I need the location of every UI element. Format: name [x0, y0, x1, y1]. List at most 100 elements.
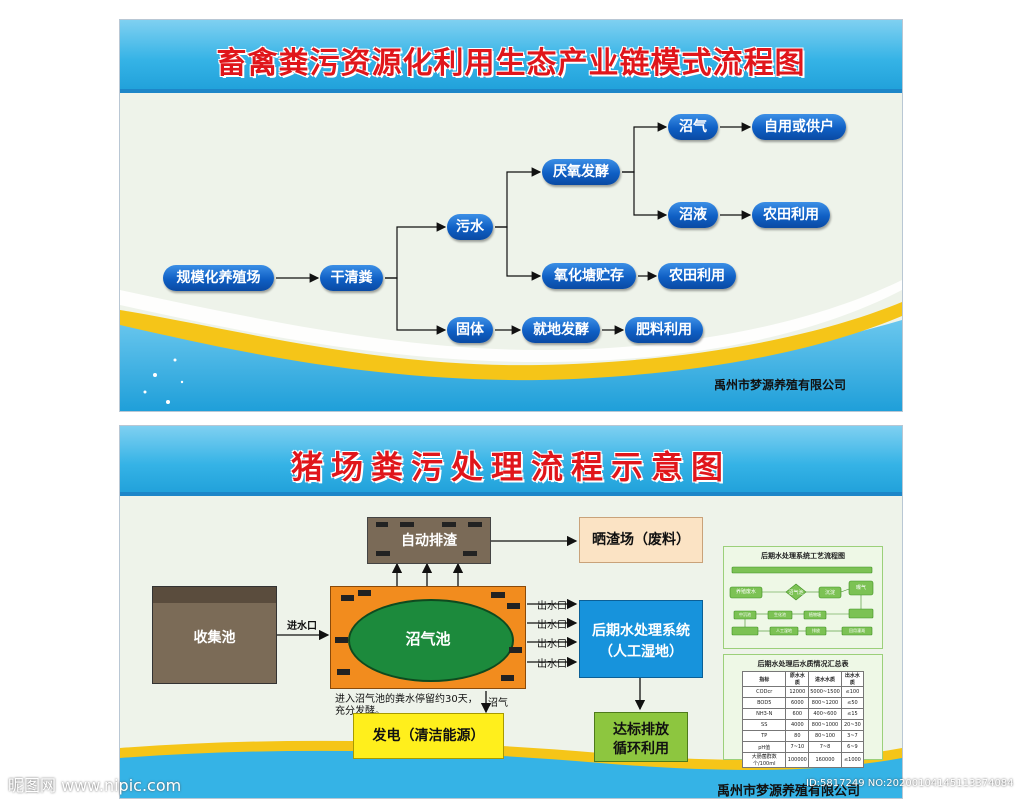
node-sewage: 污水 [447, 214, 493, 240]
table-cell: 800~1000 [808, 719, 842, 731]
digester-label: 沼气池 [405, 630, 451, 648]
node-fertilizer: 肥料利用 [625, 317, 703, 343]
table-cell: 800~1200 [808, 697, 842, 709]
drying-field-box: 晒渣场（废料） [579, 517, 703, 563]
banner-divider [120, 492, 902, 496]
mini-flow-box-bio-pool: 生化池 [774, 612, 786, 617]
flow-arrow-dry_manure-solid [385, 277, 447, 335]
table-cell: 原水水质 [785, 671, 810, 687]
table-cell: 3~7 [840, 730, 865, 742]
table-cell: 80~100 [808, 730, 842, 742]
table-cell: 80 [785, 730, 810, 742]
background-decoration [120, 740, 902, 798]
table-cell: SS [741, 719, 787, 731]
ecological-chain-panel: 畜禽粪污资源化利用生态产业链模式流程图 规模化养殖场 干清粪 污水 厌氧发酵 沼… [120, 20, 902, 411]
table-cell: 进水水质 [808, 671, 842, 687]
post-system-line2: （人工湿地） [599, 644, 683, 660]
table-cell: CODcr [741, 686, 787, 698]
table-cell: BOD5 [741, 697, 787, 709]
table-header-row: 指标原水水质进水水质出水水质 [741, 671, 865, 687]
table-cell: 4000 [785, 719, 810, 731]
discharge-line2: 循环利用 [613, 741, 669, 757]
page-title: 猪场粪污处理流程示意图 [290, 448, 731, 486]
mini-flow-box-digester: 沼气池 [788, 590, 804, 596]
treatment-process-panel: 猪场粪污处理流程示意图 自动排渣 [120, 426, 902, 798]
mini-flow-box-wastewater: 养殖废水 [735, 589, 756, 595]
table-cell: ≤100 [840, 686, 865, 698]
title-banner: 畜禽粪污资源化利用生态产业链模式流程图 [120, 20, 902, 93]
table-cell: 7~8 [808, 741, 842, 753]
mini-flow-box-irrigation: 回用灌溉 [849, 628, 865, 633]
node-farmland-1: 农田利用 [752, 202, 830, 228]
discharge-line1: 达标排放 [613, 722, 669, 738]
mini-flow-lines [729, 566, 874, 636]
table-cell: 160000 [808, 752, 842, 768]
table-cell: 指标 [741, 671, 787, 687]
discharge-recycle-box: 达标排放 循环利用 [594, 712, 688, 762]
table-cell: pH值 [741, 741, 787, 753]
power-generation-box: 发电（清洁能源） [353, 713, 504, 759]
mini-flow-box-plant-pond: 植物塘 [809, 612, 821, 617]
collection-pool: 收集池 [152, 586, 277, 684]
node-solid: 固体 [447, 317, 493, 343]
biogas-digester: 沼气池 [330, 586, 526, 689]
flow-arrow-sewage-oxidation_pond [495, 226, 542, 281]
banner-divider [120, 89, 902, 93]
flow-arrow-sewage-anaerobic [495, 167, 542, 228]
table-cell: ≤50 [840, 697, 865, 709]
mini-flow-box-wetland: 人工湿地 [776, 628, 792, 633]
flow-arrow-anaerobic-slurry [622, 171, 668, 220]
flow-arrow-dry_manure-sewage [385, 222, 447, 279]
power-generation-label: 发电（清洁能源） [372, 728, 485, 744]
watermark-site: 昵图网 www.nipic.com [8, 776, 182, 795]
table-cell: TP [741, 730, 787, 742]
outlet-label-2: 出水口 [537, 620, 567, 631]
table-cell: 400~600 [808, 708, 842, 720]
mini-flow-box-aeration: 曝气 [855, 585, 866, 591]
outlet-label-4: 出水口 [537, 659, 567, 670]
water-quality-title: 后期水处理后水质情况汇总表 [757, 660, 849, 668]
table-cell: 6000 [785, 697, 810, 709]
inlet-label: 进水口 [287, 621, 317, 632]
background-decoration [120, 280, 902, 411]
table-cell: 600 [785, 708, 810, 720]
post-system-line1: 后期水处理系统 [592, 623, 690, 639]
title-banner: 猪场粪污处理流程示意图 [120, 426, 902, 496]
node-oxidation-pond: 氧化塘贮存 [542, 263, 636, 289]
table-cell: 6~9 [840, 741, 865, 753]
flow-arrow-anaerobic-biogas [622, 122, 668, 173]
process-arrows [277, 535, 646, 714]
node-anaerobic: 厌氧发酵 [542, 159, 620, 185]
auto-slag-box: 自动排渣 [367, 517, 491, 564]
mini-flow-box-discharge: 排放 [812, 628, 820, 633]
drying-field-label: 晒渣场（废料） [592, 532, 690, 548]
company-name: 禹州市梦源养殖有限公司 [714, 378, 847, 392]
post-treatment-system: 后期水处理系统 （人工湿地） [579, 600, 703, 678]
table-cell: 12000 [785, 686, 810, 698]
table-cell: NH3-N [741, 708, 787, 720]
table-cell: 出水水质 [840, 671, 865, 687]
watermark-id: ID:5817249 NO:20200104145113374084 [806, 778, 1014, 789]
table-cell: 100000 [785, 752, 810, 768]
node-field-ferment: 就地发酵 [522, 317, 600, 343]
biogas-label: 沼气 [488, 698, 508, 709]
mini-process-flowchart: 后期水处理系统工艺流程图 [723, 546, 883, 649]
table-cell: ≤15 [840, 708, 865, 720]
table-cell: 5000~1500 [808, 686, 842, 698]
node-farm: 规模化养殖场 [163, 265, 274, 291]
outlet-label-3: 出水口 [537, 639, 567, 650]
node-dry-manure: 干清粪 [320, 265, 383, 291]
table-cell: 20~30 [840, 719, 865, 731]
node-self-use: 自用或供户 [752, 114, 846, 140]
auto-slag-label: 自动排渣 [401, 533, 457, 549]
node-biogas: 沼气 [668, 114, 718, 140]
company-name: 禹州市梦源养殖有限公司 [717, 784, 861, 798]
mini-flow-box-mid-pool: 中沉池 [739, 612, 751, 617]
